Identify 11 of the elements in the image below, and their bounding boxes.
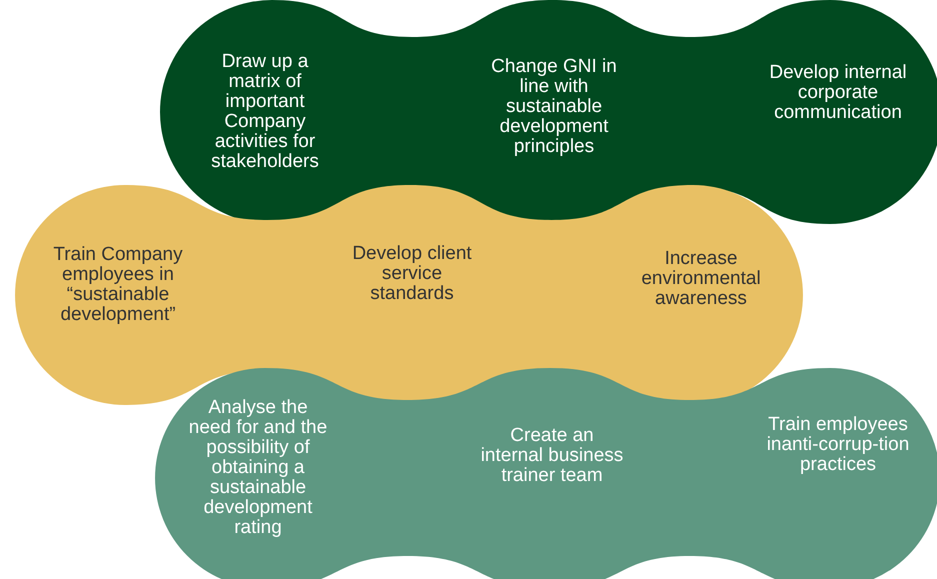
wavy-band [155, 368, 937, 579]
step-text: Change GNI in line with sustainable development principles [488, 57, 620, 157]
step-text: Train employees inanti-corrup-tion practices [756, 415, 920, 475]
wavy-band [160, 0, 937, 224]
step-text: Draw up a matrix of important Company activities for stakeholders [201, 52, 329, 172]
step-text: Develop client service standards [342, 244, 482, 304]
step-text: Develop internal corporate communication [746, 63, 930, 123]
step-text: Analyse the need for and the possibility of obtaining a sustainable development rating [188, 398, 328, 538]
step-text: Increase environmental awareness [618, 249, 784, 309]
step-text: Create an internal business trainer team [477, 426, 627, 486]
step-text: Train Company employees in “sustainable development” [33, 245, 203, 325]
